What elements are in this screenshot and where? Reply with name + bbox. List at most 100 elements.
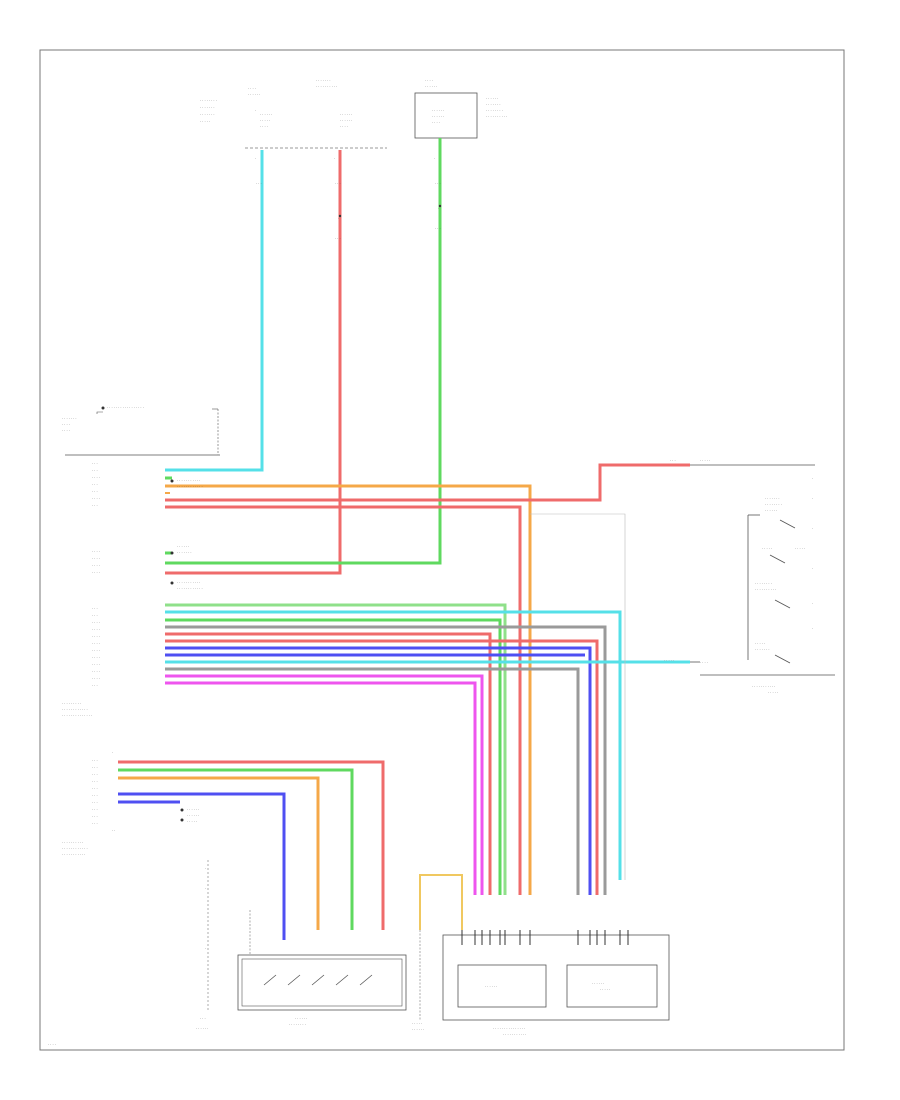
svg-text:· · · ·: · · · · (62, 423, 70, 427)
corner-tag: · · · · (48, 1043, 56, 1047)
svg-text:· · ·: · · · (92, 808, 98, 812)
svg-text:·: · (205, 887, 206, 891)
svg-text:· · · · · · · ·: · · · · · · · · (289, 1023, 306, 1027)
svg-text:·: · (434, 157, 435, 161)
ecm-pin-labels: · · · · · · · · · · · · · · · · · · · · … (62, 462, 100, 718)
svg-text:· · · · ·: · · · · · (755, 642, 765, 646)
svg-text:· · · · · · · · · ·: · · · · · · · · · · (755, 588, 776, 592)
ecm-aux-lines (165, 492, 626, 880)
svg-text:· · ·: · · · (92, 801, 98, 805)
svg-text:· · · · · ·: · · · · · · (187, 808, 199, 812)
yellow-jumper: · · · · · · · · · · · (412, 874, 463, 1032)
svg-text:· · · · ·: · · · · · (700, 459, 710, 463)
svg-text:· · ·: · · · (92, 483, 98, 487)
svg-text:· · · ·: · · · · (92, 649, 100, 653)
svg-text:· · · · · · · · · ·: · · · · · · · · · · (62, 841, 83, 845)
svg-text:· · · ·: · · · · (92, 550, 100, 554)
svg-text:· · · · · ·: · · · · · · (260, 113, 272, 117)
svg-text:·: · (255, 109, 256, 113)
svg-text:·: · (255, 157, 256, 161)
svg-text:· · · · ·: · · · · · (664, 659, 674, 663)
svg-text:· · · · · · · · · · · ·: · · · · · · · · · · · · (177, 485, 203, 489)
svg-text:· · · · · · ·: · · · · · · · (316, 79, 330, 83)
svg-text:· · · · · ·: · · · · · · (187, 814, 199, 818)
svg-text:· · · ·: · · · · (62, 429, 70, 433)
svg-text:· · · · · · · · · · · ·: · · · · · · · · · · · · (177, 587, 203, 591)
bottom-right-module: · · · · · · · · · · · · · · · · · · · · … (442, 930, 670, 1037)
svg-text:· · ·: · · · (92, 504, 98, 508)
svg-text:· · ·: · · · (92, 462, 98, 466)
svg-text:·: · (438, 207, 439, 211)
svg-text:· · ·: · · · (670, 459, 676, 463)
svg-text:· · · · · ·: · · · · · · (425, 85, 437, 89)
svg-text:· · · ·: · · · · (92, 628, 100, 632)
svg-text:· ·: · · (112, 829, 115, 833)
svg-text:· · ·: · · · (92, 815, 98, 819)
svg-text:· · · · · · · · · · · · · ·: · · · · · · · · · · · · · · (62, 714, 92, 718)
svg-text:· · · · ·: · · · · · (200, 120, 210, 124)
svg-text:· · · · · · · · · · · ·: · · · · · · · · · · · · (62, 847, 88, 851)
ground-lower-left: · · · · · · · · · · · · (196, 860, 209, 1031)
svg-text:·: · (812, 602, 813, 606)
svg-text:· · ·: · · · (92, 773, 98, 777)
svg-text:· · ·: · · · (92, 614, 98, 618)
lower-left-connector: · · · · · · · · · · · · · · · · · · · · … (62, 751, 115, 857)
svg-text:·: · (812, 627, 813, 631)
svg-text:· · ·: · · · (335, 237, 341, 241)
svg-text:· · · · ·: · · · · · (260, 119, 270, 123)
svg-text:· · · · · ·: · · · · · · (432, 115, 444, 119)
svg-text:· · ·: · · · (335, 182, 341, 186)
svg-text:·: · (205, 947, 206, 951)
svg-text:· · ·: · · · (92, 822, 98, 826)
svg-text:·: · (338, 217, 339, 221)
svg-text:·: · (812, 527, 813, 531)
svg-text:· · · · · · · · · · ·: · · · · · · · · · · · (752, 685, 775, 689)
svg-text:· · ·: · · · (92, 787, 98, 791)
svg-text:· · ·: · · · (200, 1017, 206, 1021)
svg-text:· · · ·: · · · · (92, 663, 100, 667)
svg-text:· · · · · · · · · · ·: · · · · · · · · · · · (177, 581, 200, 585)
svg-text:· · · · · ·: · · · · · · (486, 97, 498, 101)
svg-text:· · ·: · · · (92, 490, 98, 494)
svg-text:· · · ·: · · · · (92, 557, 100, 561)
svg-text:·: · (334, 157, 335, 161)
svg-text:· · · · · · · ·: · · · · · · · · (765, 503, 782, 507)
svg-text:· · · ·: · · · · (700, 661, 708, 665)
svg-text:· · · · · · ·: · · · · · · · (62, 417, 76, 421)
svg-text:· · ·: · · · (92, 794, 98, 798)
svg-text:· · · · · ·: · · · · · · (485, 985, 497, 989)
svg-text:· · · · · · · ·: · · · · · · · · (200, 99, 217, 103)
svg-text:· · · ·: · · · · (92, 564, 100, 568)
svg-text:· · · · · · · ·: · · · · · · · · (486, 109, 503, 113)
diagram-frame (39, 49, 845, 1051)
svg-text:· · · ·: · · · · (92, 476, 100, 480)
svg-text:· · ·: · · · (92, 469, 98, 473)
top-wires (165, 138, 442, 575)
svg-text:· · · · · ·: · · · · · · (248, 93, 260, 97)
svg-text:· · · · · ·: · · · · · · (177, 545, 189, 549)
svg-text:· · · · · · ·: · · · · · · · (765, 497, 779, 501)
svg-text:· · · · · ·: · · · · · · (592, 982, 604, 986)
svg-text:· · · · · · ·: · · · · · · · (177, 551, 191, 555)
svg-text:· · · ·: · · · · (260, 125, 268, 129)
svg-text:· · · · ·: · · · · · (600, 988, 610, 992)
left-ecm-block: · · · · · · · · · · · · · · · · · · · · … (62, 406, 220, 718)
svg-text:· · · · · · ·: · · · · · · · (200, 113, 214, 117)
svg-text:·: · (812, 567, 813, 571)
svg-text:· · ·: · · · (92, 766, 98, 770)
svg-text:· · · · · · · · · · ·: · · · · · · · · · · · (177, 479, 200, 483)
svg-text:· · · · · ·: · · · · · · (340, 119, 352, 123)
svg-text:· · · ·: · · · · (425, 79, 433, 83)
lower-callouts: · · · · · · · · · · · · · · · · · (180, 808, 199, 824)
svg-text:· · ·: · · · (256, 182, 262, 186)
svg-text:· · · · ·: · · · · · (762, 547, 772, 551)
svg-text:· · · · · · · ·: · · · · · · · · (755, 582, 772, 586)
svg-text:· · · · · · · · ·: · · · · · · · · · (62, 702, 81, 706)
top-connectors: · · · · · · · · · · · · · · · · · · · · … (200, 79, 507, 149)
svg-text:· · · ·: · · · · (92, 635, 100, 639)
svg-text:· · · · ·: · · · · · (412, 1022, 422, 1026)
svg-text:·: · (812, 497, 813, 501)
svg-text:· · ·: · · · (435, 227, 441, 231)
svg-text:· · · ·: · · · · (92, 677, 100, 681)
svg-text:· · · · · · · · · · ·: · · · · · · · · · · · (503, 1033, 526, 1037)
